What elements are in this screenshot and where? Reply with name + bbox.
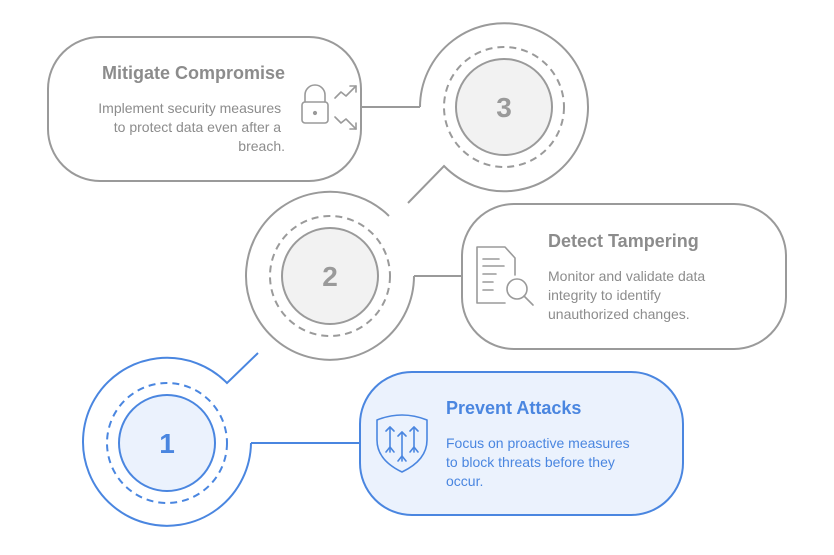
step-1-desc-line: to block threats before they: [446, 454, 615, 470]
step-1-dashed-ring: [106, 382, 228, 504]
step-2-desc-line: integrity to identify: [548, 287, 661, 303]
step-3-title: Mitigate Compromise: [102, 63, 285, 83]
step-3: Mitigate Compromise Implement security m…: [47, 22, 589, 204]
step-2: Detect Tampering Monitor and validate da…: [245, 190, 787, 361]
step-3-dashed-ring: [443, 46, 565, 168]
step-2-outer-ring: [245, 190, 415, 361]
step-1-desc-line: Focus on proactive measures: [446, 435, 630, 451]
step-2-desc-line: Monitor and validate data: [548, 268, 705, 284]
step-2-desc-line: unauthorized changes.: [548, 306, 690, 322]
step-1-description: Focus on proactive measures to block thr…: [446, 435, 634, 489]
step-1-number: 1: [159, 428, 175, 459]
step-3-number: 3: [496, 92, 512, 123]
step-3-card[interactable]: [47, 36, 362, 182]
step-1-badge[interactable]: [118, 394, 216, 492]
step-2-title: Detect Tampering: [548, 231, 699, 251]
step-3-outer-ring: [407, 22, 589, 204]
lock-trend-icon: [301, 84, 357, 130]
document-search-icon: [476, 246, 534, 306]
shield-arrows-icon: [376, 414, 428, 473]
step-1-title: Prevent Attacks: [446, 398, 581, 418]
step-3-description: Implement security measures to protect d…: [98, 100, 285, 154]
step-1: Prevent Attacks Focus on proactive measu…: [82, 352, 684, 527]
step-3-badge[interactable]: [455, 58, 553, 156]
step-2-badge[interactable]: [281, 227, 379, 325]
step-2-dashed-ring: [269, 215, 391, 337]
step-2-number: 2: [322, 261, 338, 292]
step-2-description: Monitor and validate data integrity to i…: [548, 268, 709, 322]
step-1-outer-ring: [82, 352, 259, 527]
step-1-desc-line: occur.: [446, 473, 483, 489]
step-3-desc-line: to protect data even after a: [114, 119, 282, 135]
step-3-desc-line: breach.: [238, 138, 285, 154]
step-3-desc-line: Implement security measures: [98, 100, 281, 116]
